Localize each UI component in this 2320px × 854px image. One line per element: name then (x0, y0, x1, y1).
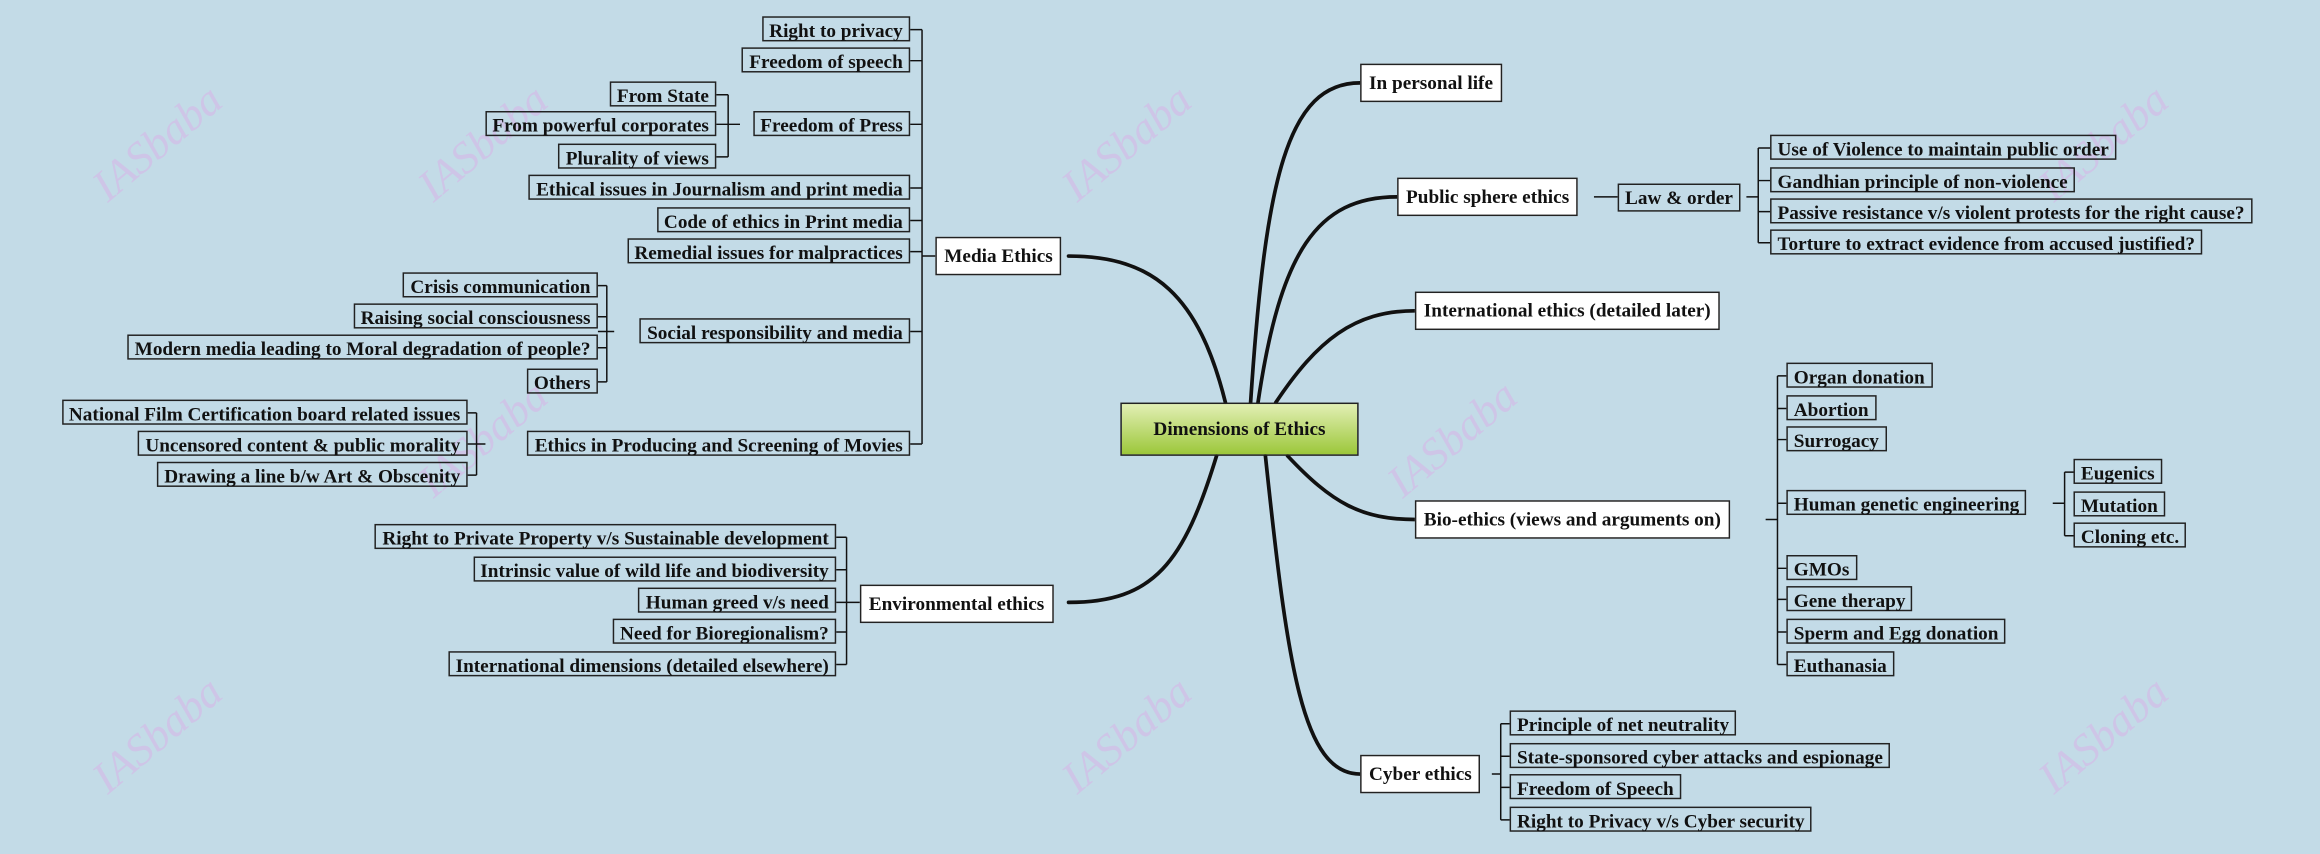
node-environmental-ethics[interactable]: Environmental ethics (859, 584, 1054, 624)
node-right-to-privacy[interactable]: Right to privacy (761, 16, 911, 42)
node-intrinsic-value[interactable]: Intrinsic value of wild life and biodive… (472, 556, 837, 582)
node-film-certification[interactable]: National Film Certification board relate… (61, 399, 468, 425)
node-code-of-ethics[interactable]: Code of ethics in Print media (656, 207, 911, 233)
node-remedial-issues[interactable]: Remedial issues for malpractices (626, 238, 911, 264)
node-cyber-attacks[interactable]: State-sponsored cyber attacks and espion… (1509, 742, 1891, 769)
node-net-neutrality[interactable]: Principle of net neutrality (1509, 710, 1737, 736)
node-cloning[interactable]: Cloning etc. (2073, 522, 2187, 548)
node-gene-therapy[interactable]: Gene therapy (1786, 586, 1913, 612)
node-from-state[interactable]: From State (609, 81, 717, 107)
node-cyber-ethics[interactable]: Cyber ethics (1360, 754, 1481, 794)
node-bioregionalism[interactable]: Need for Bioregionalism? (612, 618, 837, 644)
node-gandhian[interactable]: Gandhian principle of non-violence (1770, 167, 2076, 193)
node-private-property[interactable]: Right to Private Property v/s Sustainabl… (374, 523, 837, 550)
node-abortion[interactable]: Abortion (1786, 395, 1876, 421)
node-privacy-security[interactable]: Right to Privacy v/s Cyber security (1509, 806, 1813, 832)
node-genetic-engineering[interactable]: Human genetic engineering (1786, 489, 2027, 516)
node-uncensored-content[interactable]: Uncensored content & public morality (137, 430, 468, 456)
node-eugenics[interactable]: Eugenics (2073, 458, 2163, 484)
node-international-dimensions[interactable]: International dimensions (detailed elsew… (448, 651, 837, 677)
node-others[interactable]: Others (526, 368, 598, 394)
node-gmos[interactable]: GMOs (1786, 555, 1857, 581)
node-organ-donation[interactable]: Organ donation (1786, 362, 1933, 388)
node-bio-ethics[interactable]: Bio-ethics (views and arguments on) (1414, 500, 1730, 539)
node-freedom-speech-cyber[interactable]: Freedom of Speech (1509, 774, 1682, 800)
node-surrogacy[interactable]: Surrogacy (1786, 426, 1887, 452)
node-mutation[interactable]: Mutation (2073, 491, 2166, 517)
node-law-order[interactable]: Law & order (1617, 183, 1741, 212)
root-node[interactable]: Dimensions of Ethics (1120, 402, 1359, 456)
node-use-of-violence[interactable]: Use of Violence to maintain public order (1770, 134, 2117, 160)
node-ethical-journalism[interactable]: Ethical issues in Journalism and print m… (528, 174, 911, 200)
node-social-consciousness[interactable]: Raising social consciousness (353, 303, 598, 329)
node-personal-life[interactable]: In personal life (1360, 63, 1502, 103)
node-freedom-of-speech[interactable]: Freedom of speech (741, 47, 911, 73)
node-torture[interactable]: Torture to extract evidence from accused… (1770, 229, 2203, 255)
node-public-sphere[interactable]: Public sphere ethics (1397, 177, 1579, 217)
node-social-responsibility[interactable]: Social responsibility and media (639, 318, 911, 344)
node-plurality[interactable]: Plurality of views (558, 143, 717, 169)
node-freedom-of-press[interactable]: Freedom of Press (752, 111, 911, 137)
node-passive-resistance[interactable]: Passive resistance v/s violent protests … (1770, 198, 2252, 224)
node-euthanasia[interactable]: Euthanasia (1786, 651, 1895, 677)
node-international-ethics[interactable]: International ethics (detailed later) (1414, 291, 1720, 331)
node-from-corporates[interactable]: From powerful corporates (484, 111, 717, 137)
node-greed-need[interactable]: Human greed v/s need (638, 587, 837, 613)
node-media-ethics[interactable]: Media Ethics (935, 236, 1062, 276)
node-movies-ethics[interactable]: Ethics in Producing and Screening of Mov… (527, 430, 911, 456)
node-sperm-egg[interactable]: Sperm and Egg donation (1786, 618, 2006, 644)
node-moral-degradation[interactable]: Modern media leading to Moral degradatio… (127, 334, 598, 360)
node-art-obscenity[interactable]: Drawing a line b/w Art & Obscenity (156, 461, 468, 487)
node-crisis-communication[interactable]: Crisis communication (402, 272, 598, 298)
